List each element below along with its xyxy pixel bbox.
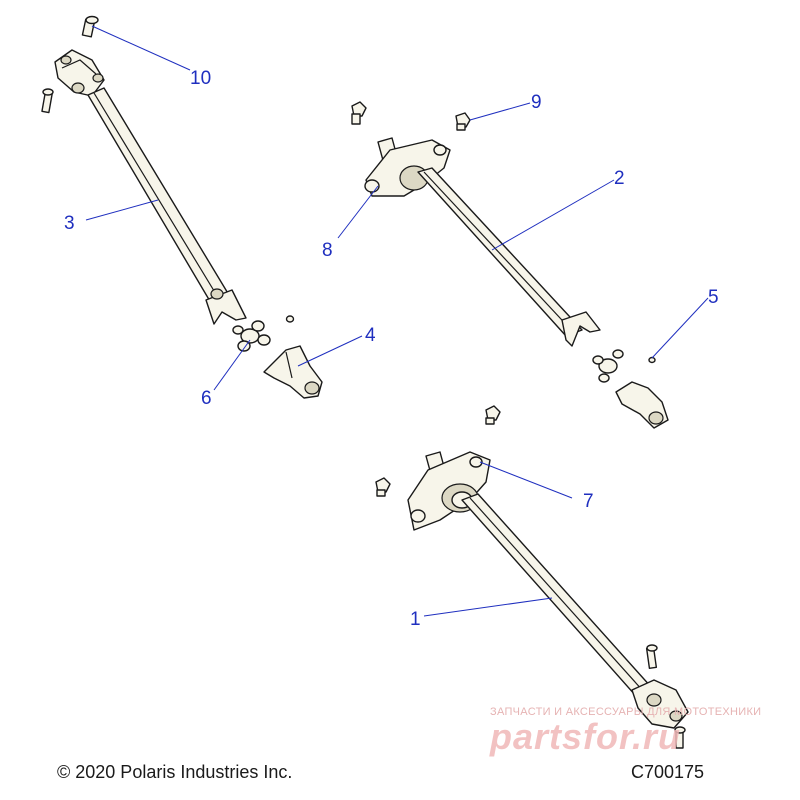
bolt-10 <box>81 15 99 38</box>
leader-9 <box>469 102 531 121</box>
callout-3: 3 <box>64 213 75 234</box>
leader-1 <box>423 597 553 617</box>
cross-joint-right <box>592 349 624 383</box>
yoke-right <box>615 381 669 429</box>
bolt-lower-right <box>645 644 658 670</box>
callout-2: 2 <box>614 168 625 189</box>
bolt-7-left <box>375 477 391 497</box>
leader-5 <box>651 297 709 359</box>
bolt-bottom-right <box>674 726 686 749</box>
shaft-2 <box>364 137 601 347</box>
callout-4: 4 <box>365 325 376 346</box>
watermark-tagline: ЗАПЧАСТИ И АКСЕССУАРЫ ДЛЯ МОТОТЕХНИКИ <box>490 706 762 718</box>
grease-fitting-5 <box>648 356 656 364</box>
leader-7 <box>479 461 573 499</box>
shaft-1 <box>407 451 689 729</box>
watermark-logo: partsfor.ru <box>490 716 682 757</box>
callout-1: 1 <box>410 609 421 630</box>
callout-10: 10 <box>190 68 211 89</box>
leader-10 <box>91 25 191 71</box>
callout-5: 5 <box>708 287 719 308</box>
bolt-9-left <box>351 101 367 125</box>
leader-6 <box>213 339 251 391</box>
bolt-9 <box>455 112 471 131</box>
leader-2 <box>491 179 615 251</box>
bolt-7-top <box>485 405 501 425</box>
shaft-3 <box>54 49 247 325</box>
cross-joint-6 <box>232 320 271 352</box>
callout-7: 7 <box>583 491 594 512</box>
leader-4 <box>297 335 363 367</box>
callout-6: 6 <box>201 388 212 409</box>
figure-code: C700175 <box>631 762 705 782</box>
grease-fitting <box>285 315 295 323</box>
callout-9: 9 <box>531 92 542 113</box>
yoke-4 <box>263 345 323 399</box>
bolt-small-left <box>41 88 54 114</box>
callout-8: 8 <box>322 240 333 261</box>
copyright-notice: © 2020 Polaris Industries Inc. <box>57 762 293 782</box>
leader-8 <box>337 185 379 239</box>
leader-3 <box>85 199 159 221</box>
